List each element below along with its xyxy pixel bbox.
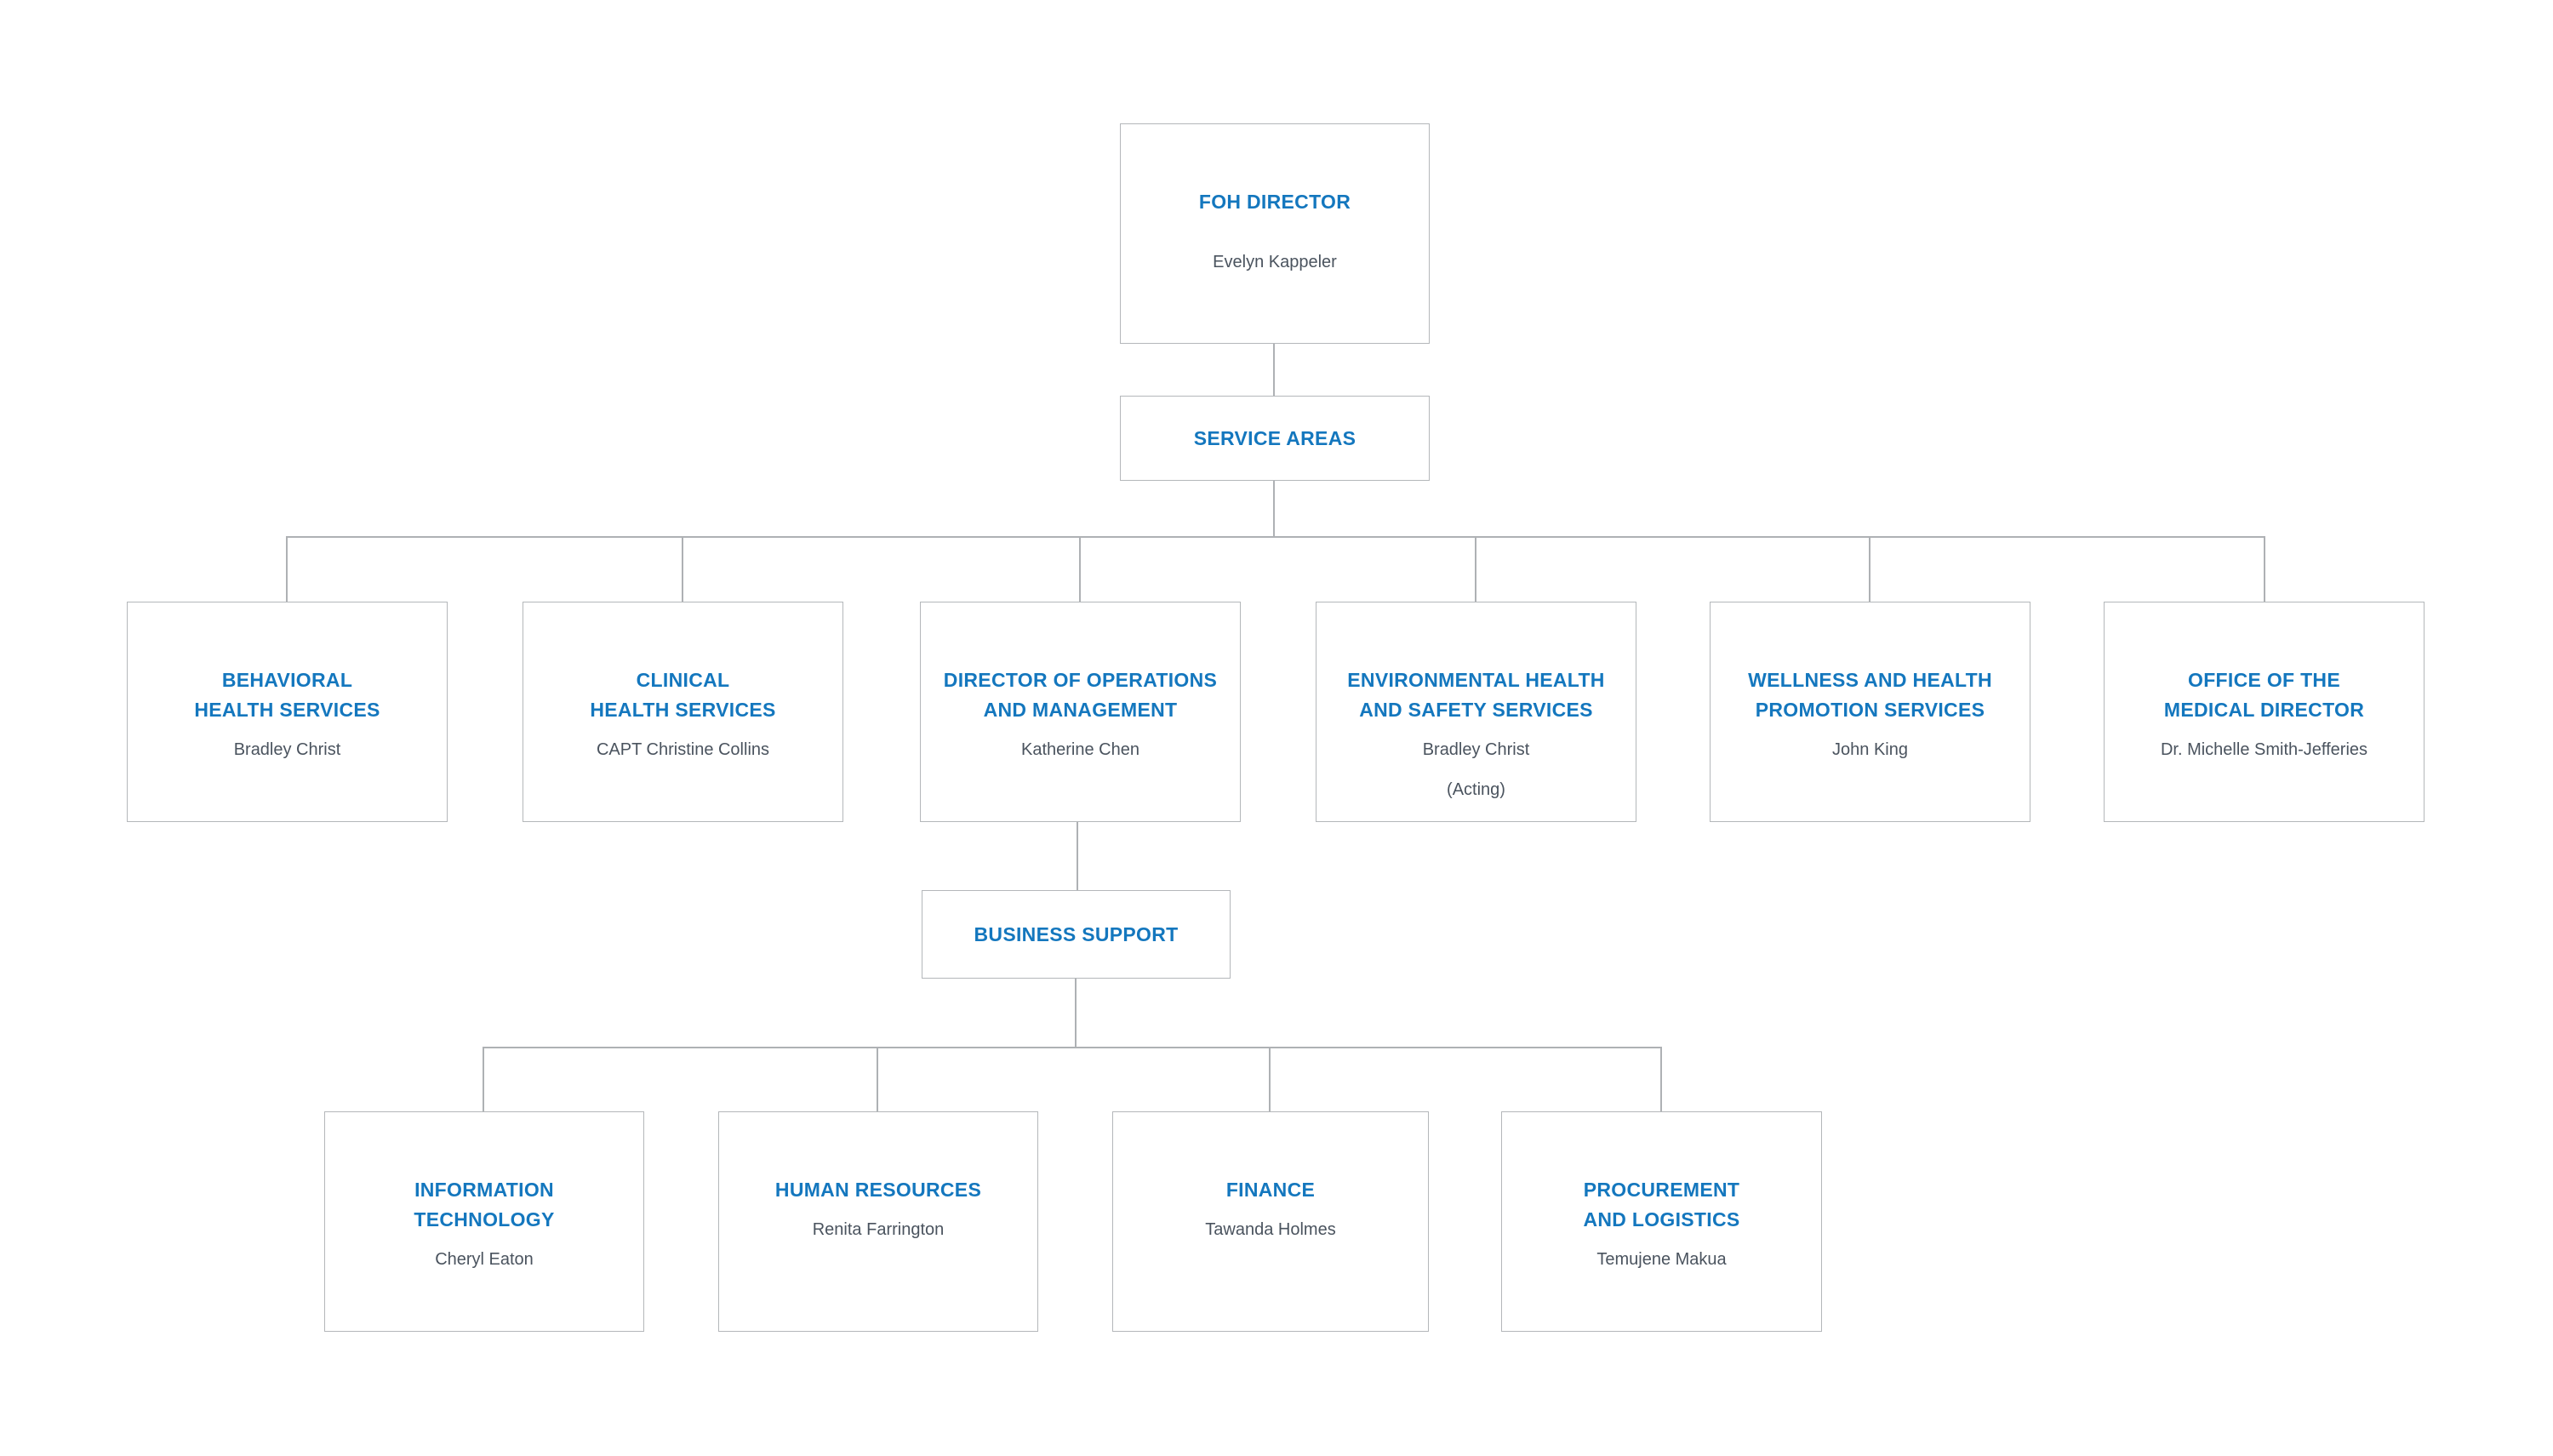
connector-operations-to-business-support (1077, 821, 1078, 891)
org-box-behavioral-health-services: BEHAVIORAL HEALTH SERVICES Bradley Chris… (127, 602, 448, 822)
wellness-title: WELLNESS AND HEALTH PROMOTION SERVICES (1748, 669, 1992, 721)
business-support-title: BUSINESS SUPPORT (974, 922, 1179, 945)
org-box-finance: FINANCE Tawanda Holmes (1112, 1111, 1429, 1332)
connector-stub-information-technology (483, 1047, 484, 1112)
connector-stub-human-resources (877, 1047, 878, 1112)
org-box-environmental-health-and-safety-services: ENVIRONMENTAL HEALTH AND SAFETY SERVICES… (1316, 602, 1636, 822)
org-box-business-support: BUSINESS SUPPORT (922, 890, 1231, 979)
procurement-person: Temujene Makua (1596, 1250, 1727, 1269)
org-box-information-technology: INFORMATION TECHNOLOGY Cheryl Eaton (324, 1111, 644, 1332)
connector-service-areas-drop (1273, 479, 1275, 537)
human-resources-title: HUMAN RESOURCES (774, 1179, 982, 1201)
medical-director-person: Dr. Michelle Smith-Jefferies (2160, 740, 2368, 759)
org-box-human-resources: HUMAN RESOURCES Renita Farrington (718, 1111, 1038, 1332)
environmental-person: Bradley Christ (1422, 740, 1530, 759)
clinical-person: CAPT Christine Collins (596, 740, 770, 759)
org-box-director-of-operations-and-management: DIRECTOR OF OPERATIONS AND MANAGEMENT Ka… (920, 602, 1241, 822)
connector-stub-procurement (1660, 1047, 1662, 1112)
connector-business-support-rail (483, 1047, 1662, 1048)
service-areas-title: SERVICE AREAS (1193, 426, 1356, 449)
connector-stub-environmental (1475, 536, 1476, 602)
environmental-acting-note: (Acting) (1447, 780, 1505, 799)
procurement-title: PROCUREMENT AND LOGISTICS (1583, 1179, 1740, 1230)
foh-director-title: FOH DIRECTOR (1198, 191, 1351, 213)
clinical-title: CLINICAL HEALTH SERVICES (590, 669, 776, 721)
human-resources-person: Renita Farrington (812, 1220, 945, 1239)
org-box-foh-director: FOH DIRECTOR Evelyn Kappeler (1120, 123, 1430, 344)
org-box-clinical-health-services: CLINICAL HEALTH SERVICES CAPT Christine … (523, 602, 843, 822)
connector-stub-operations (1079, 536, 1081, 602)
behavioral-person: Bradley Christ (233, 740, 341, 759)
connector-business-support-drop (1075, 978, 1077, 1048)
connector-stub-medical-director (2264, 536, 2265, 602)
operations-title: DIRECTOR OF OPERATIONS AND MANAGEMENT (943, 669, 1218, 721)
connector-stub-finance (1269, 1047, 1271, 1112)
wellness-person: John King (1832, 740, 1908, 759)
connector-foh-to-service-areas (1273, 344, 1275, 397)
behavioral-title: BEHAVIORAL HEALTH SERVICES (194, 669, 380, 721)
finance-person: Tawanda Holmes (1205, 1220, 1336, 1239)
information-technology-title: INFORMATION TECHNOLOGY (414, 1179, 555, 1230)
medical-director-title: OFFICE OF THE MEDICAL DIRECTOR (2163, 669, 2365, 721)
connector-service-areas-rail (286, 536, 2265, 538)
connector-stub-behavioral (286, 536, 288, 602)
foh-director-person: Evelyn Kappeler (1213, 253, 1337, 271)
connector-stub-wellness (1869, 536, 1870, 602)
org-box-office-of-the-medical-director: OFFICE OF THE MEDICAL DIRECTOR Dr. Miche… (2104, 602, 2424, 822)
finance-title: FINANCE (1225, 1179, 1316, 1201)
operations-person: Katherine Chen (1021, 740, 1139, 759)
org-box-procurement-and-logistics: PROCUREMENT AND LOGISTICS Temujene Makua (1501, 1111, 1822, 1332)
connector-stub-clinical (682, 536, 683, 602)
org-box-service-areas: SERVICE AREAS (1120, 396, 1430, 481)
information-technology-person: Cheryl Eaton (435, 1250, 534, 1269)
environmental-title: ENVIRONMENTAL HEALTH AND SAFETY SERVICES (1347, 669, 1605, 721)
org-box-wellness-and-health-promotion-services: WELLNESS AND HEALTH PROMOTION SERVICES J… (1710, 602, 2030, 822)
